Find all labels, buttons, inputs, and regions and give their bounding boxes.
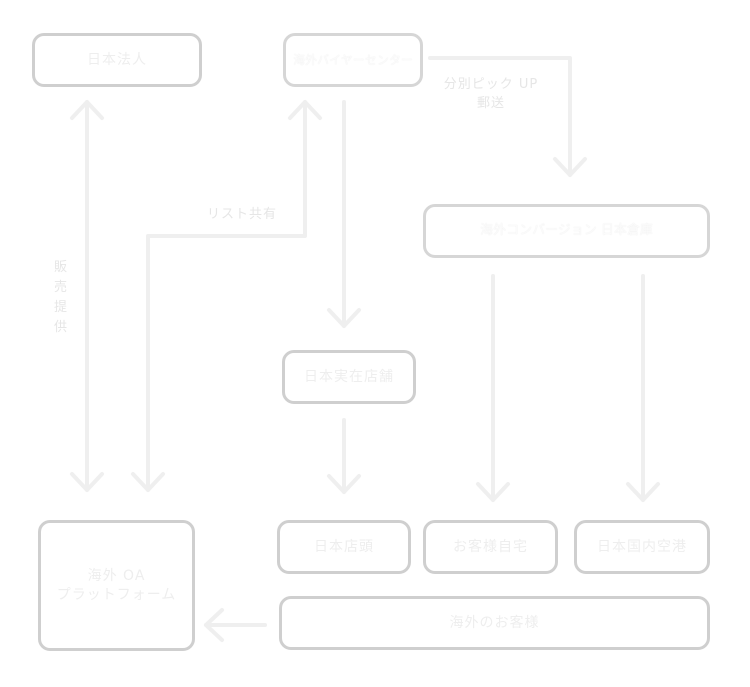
edge-label-line: 郵送 xyxy=(476,95,505,111)
node-domestic-airport: 日本国内空港 xyxy=(574,520,710,574)
arrow-warehouse-to-home xyxy=(476,274,510,502)
edge-label-pickup: 分別ピック UP 郵送 xyxy=(436,76,546,114)
edge-label-text: リスト共有 xyxy=(206,207,277,222)
node-label-line: 海外 OA xyxy=(87,567,146,584)
node-overseas-platform: 海外 OA プラットフォーム xyxy=(38,520,195,651)
arrow-customers-to-platform xyxy=(204,608,267,642)
node-label: 海外のお客様 xyxy=(449,614,540,631)
node-label: 海外バイヤーセンター xyxy=(293,52,413,67)
edge-label-list-share: リスト共有 xyxy=(192,206,292,225)
node-store-front: 日本店頭 xyxy=(277,520,411,574)
edge-label-line: 分別ピック UP xyxy=(443,77,539,92)
node-label: 日本実在店舗 xyxy=(304,368,394,385)
node-label: 日本店頭 xyxy=(314,538,374,555)
node-customer-home: お客様自宅 xyxy=(423,520,558,574)
arrow-warehouse-to-airport xyxy=(626,274,660,502)
node-japan-corp: 日本法人 xyxy=(32,33,202,87)
arrow-sales-provide xyxy=(70,100,104,492)
arrow-list-share xyxy=(131,100,322,492)
node-japan-store: 日本実在店舗 xyxy=(282,350,416,404)
node-label-line: プラットフォーム xyxy=(56,586,177,603)
node-buyer-center: 海外バイヤーセンター xyxy=(283,33,423,87)
node-label: お客様自宅 xyxy=(453,538,528,555)
node-label: 海外コンバージョン 日本倉庫 xyxy=(480,223,653,239)
edge-label-text: 販売提供 xyxy=(53,260,68,336)
node-label: 日本国内空港 xyxy=(597,538,687,555)
arrow-pickup-mail xyxy=(428,56,587,177)
node-overseas-customers: 海外のお客様 xyxy=(279,596,710,650)
node-label: 日本法人 xyxy=(87,51,147,68)
arrow-store-to-front xyxy=(327,418,361,494)
node-japan-warehouse: 海外コンバージョン 日本倉庫 xyxy=(423,204,710,258)
arrow-center-to-store xyxy=(327,100,361,328)
edge-label-sales-provide: 販売提供 xyxy=(53,258,69,339)
